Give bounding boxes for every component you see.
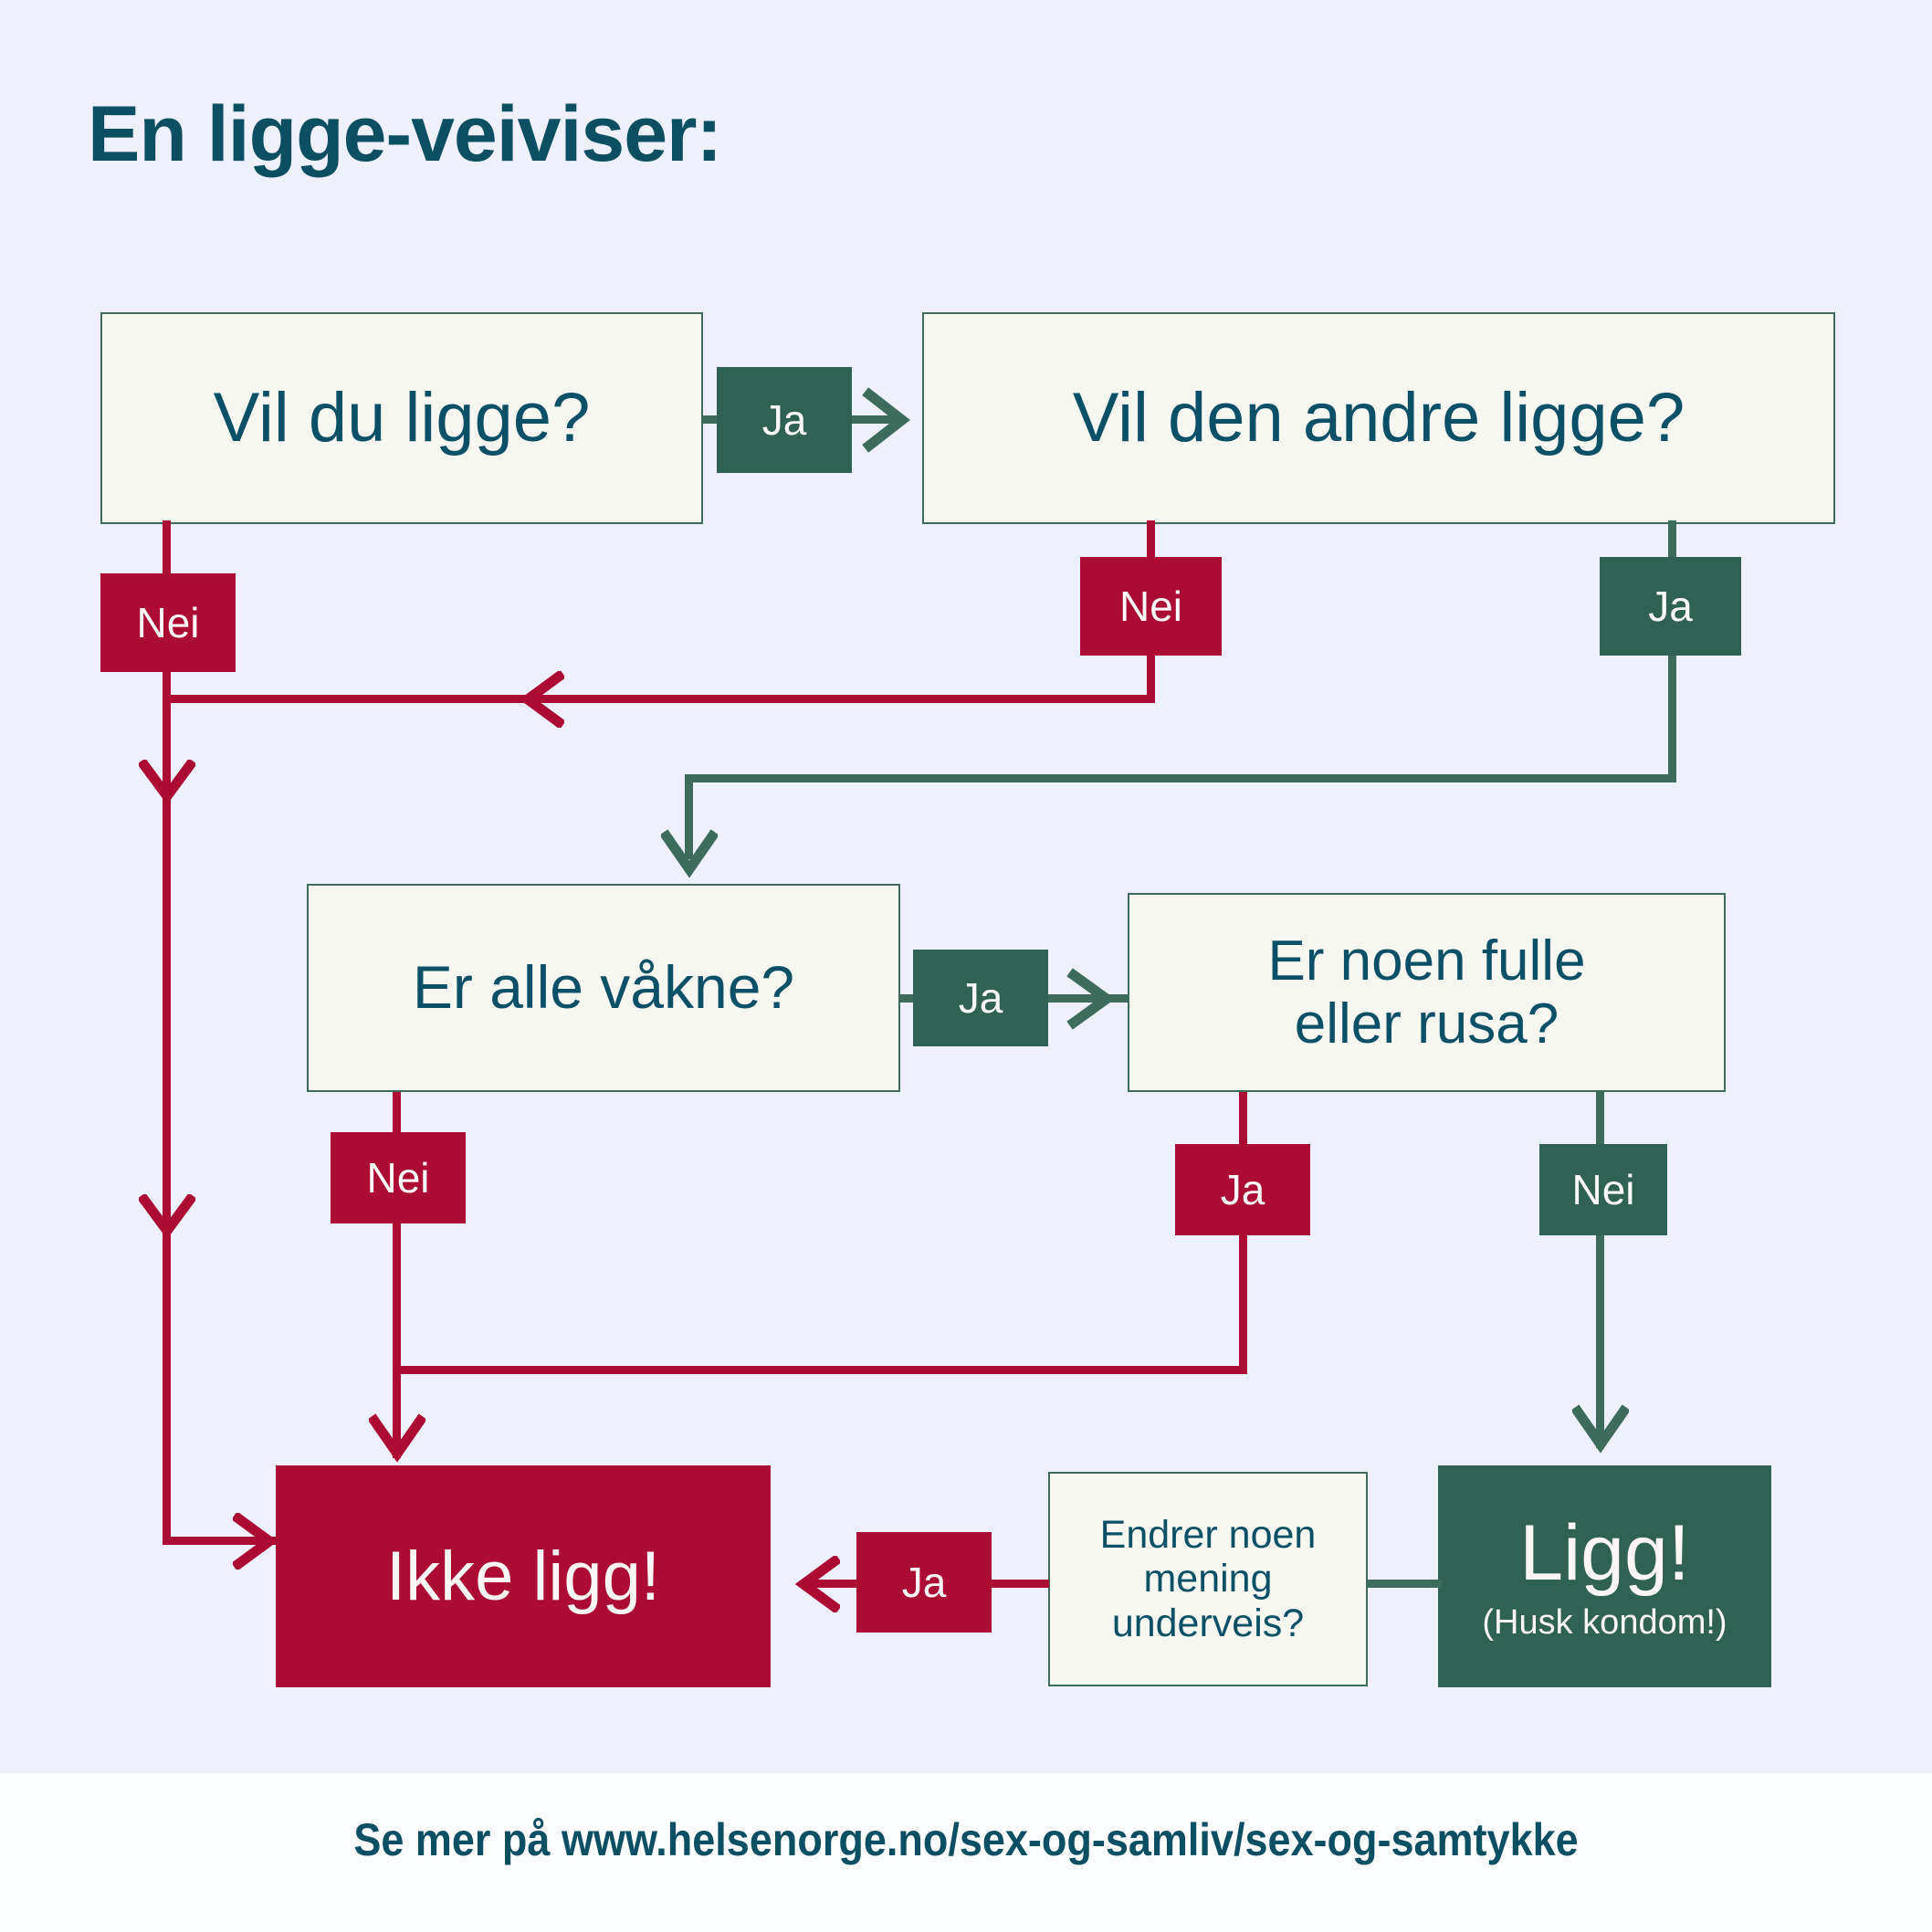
terminal-box-ikke-ligg-label: Ikke ligg! bbox=[386, 1537, 660, 1615]
connector-q1-nei-trunk bbox=[163, 667, 171, 1545]
connector-q2-ja-down bbox=[1668, 654, 1676, 778]
decision-box-er-noen-fulle[interactable]: Er noen fulle eller rusa? bbox=[1128, 893, 1726, 1092]
connector-q3-nei-down bbox=[393, 1219, 401, 1458]
edge-label-q1-ja[interactable]: Ja bbox=[717, 367, 852, 473]
edge-label-q4-nei[interactable]: Nei bbox=[1539, 1144, 1667, 1235]
arrowhead-q1-nei-into-ikkeligg bbox=[233, 1513, 286, 1570]
connector-q1-nei-stub bbox=[163, 520, 171, 580]
decision-box-vil-du-ligge[interactable]: Vil du ligge? bbox=[100, 312, 703, 524]
edge-label-q3-nei-text: Nei bbox=[366, 1154, 430, 1202]
arrowhead-left-trunk-upper bbox=[139, 760, 195, 813]
arrowhead-q4-nei-into-ligg bbox=[1572, 1404, 1629, 1461]
edge-label-q3-ja[interactable]: Ja bbox=[913, 950, 1048, 1046]
connector-q3-nei-stub bbox=[393, 1092, 401, 1136]
page-title: En ligge-veiviser: bbox=[88, 90, 722, 178]
edge-label-q5-ja[interactable]: Ja bbox=[856, 1532, 992, 1633]
edge-label-q4-ja-text: Ja bbox=[1220, 1166, 1265, 1213]
connector-q4-nei-down bbox=[1596, 1231, 1604, 1448]
footer-band bbox=[0, 1773, 1932, 1932]
arrowhead-q2-ja-into-q3row bbox=[661, 829, 718, 886]
terminal-box-ikke-ligg[interactable]: Ikke ligg! bbox=[276, 1465, 771, 1687]
connector-q4-ja-down bbox=[1239, 1231, 1247, 1373]
edge-label-q3-nei[interactable]: Nei bbox=[331, 1132, 466, 1223]
connector-q2-ja-left bbox=[685, 774, 1676, 782]
arrowhead-q5-ja-into-ikkeligg bbox=[787, 1556, 840, 1612]
decision-box-endrer-noen-mening-line3: underveis? bbox=[1111, 1601, 1305, 1645]
edge-label-q1-ja-text: Ja bbox=[761, 396, 807, 444]
decision-box-vil-den-andre-ligge-label: Vil den andre ligge? bbox=[1072, 379, 1685, 457]
connector-q4-nei-stub bbox=[1596, 1092, 1604, 1149]
connector-q2-nei-down bbox=[1147, 654, 1155, 703]
edge-label-q5-ja-text: Ja bbox=[901, 1559, 947, 1606]
edge-label-q1-nei-text: Nei bbox=[136, 599, 200, 646]
connector-q2-ja-downleg bbox=[685, 774, 693, 859]
connector-q2-ja-stub bbox=[1668, 520, 1676, 562]
connector-q2-nei-left bbox=[163, 695, 1155, 703]
connector-q5-to-ja bbox=[991, 1580, 1049, 1588]
connector-q4-ja-stub bbox=[1239, 1092, 1247, 1149]
arrowhead-q1-to-q2 bbox=[862, 387, 917, 453]
footer-url[interactable]: Se mer på www.helsenorge.no/sex-og-samli… bbox=[353, 1814, 1579, 1865]
decision-box-endrer-noen-mening-line1: Endrer noen bbox=[1099, 1513, 1317, 1558]
decision-box-er-noen-fulle-line1: Er noen fulle bbox=[1267, 929, 1586, 992]
connector-q2-nei-stub bbox=[1147, 520, 1155, 562]
decision-box-vil-den-andre-ligge[interactable]: Vil den andre ligge? bbox=[922, 312, 1835, 524]
edge-label-q4-nei-text: Nei bbox=[1571, 1166, 1635, 1213]
edge-label-q4-ja[interactable]: Ja bbox=[1175, 1144, 1310, 1235]
decision-box-er-noen-fulle-line2: eller rusa? bbox=[1294, 992, 1559, 1055]
decision-box-er-alle-vakne[interactable]: Er alle våkne? bbox=[307, 884, 900, 1092]
decision-box-er-alle-vakne-label: Er alle våkne? bbox=[412, 953, 795, 1022]
edge-label-q3-ja-text: Ja bbox=[958, 974, 1003, 1022]
connector-q4-ja-left bbox=[393, 1366, 1247, 1374]
connector-ja-to-ikkeligg bbox=[803, 1580, 858, 1588]
decision-box-endrer-noen-mening[interactable]: Endrer noen mening underveis? bbox=[1048, 1472, 1368, 1686]
terminal-box-ligg-label: Ligg! bbox=[1519, 1508, 1690, 1597]
connector-ligg-to-q5 bbox=[1367, 1580, 1442, 1588]
decision-box-endrer-noen-mening-line2: mening bbox=[1143, 1557, 1273, 1601]
edge-label-q2-nei[interactable]: Nei bbox=[1080, 557, 1222, 656]
edge-label-q2-nei-text: Nei bbox=[1118, 583, 1183, 630]
decision-box-vil-du-ligge-label: Vil du ligge? bbox=[213, 379, 591, 457]
terminal-box-ligg[interactable]: Ligg! (Husk kondom!) bbox=[1438, 1465, 1771, 1687]
arrowhead-left-trunk-lower bbox=[139, 1194, 195, 1247]
arrowhead-q3-to-q4 bbox=[1066, 968, 1121, 1030]
arrowhead-q3-nei-into-ikkeligg bbox=[369, 1413, 425, 1470]
edge-label-q2-ja[interactable]: Ja bbox=[1600, 557, 1741, 656]
connector-q1-nei-elbow bbox=[163, 1537, 281, 1545]
edge-label-q1-nei[interactable]: Nei bbox=[100, 573, 236, 672]
terminal-box-ligg-sublabel: (Husk kondom!) bbox=[1482, 1602, 1727, 1642]
arrowhead-q2-nei-left bbox=[511, 671, 564, 728]
edge-label-q2-ja-text: Ja bbox=[1648, 583, 1693, 630]
